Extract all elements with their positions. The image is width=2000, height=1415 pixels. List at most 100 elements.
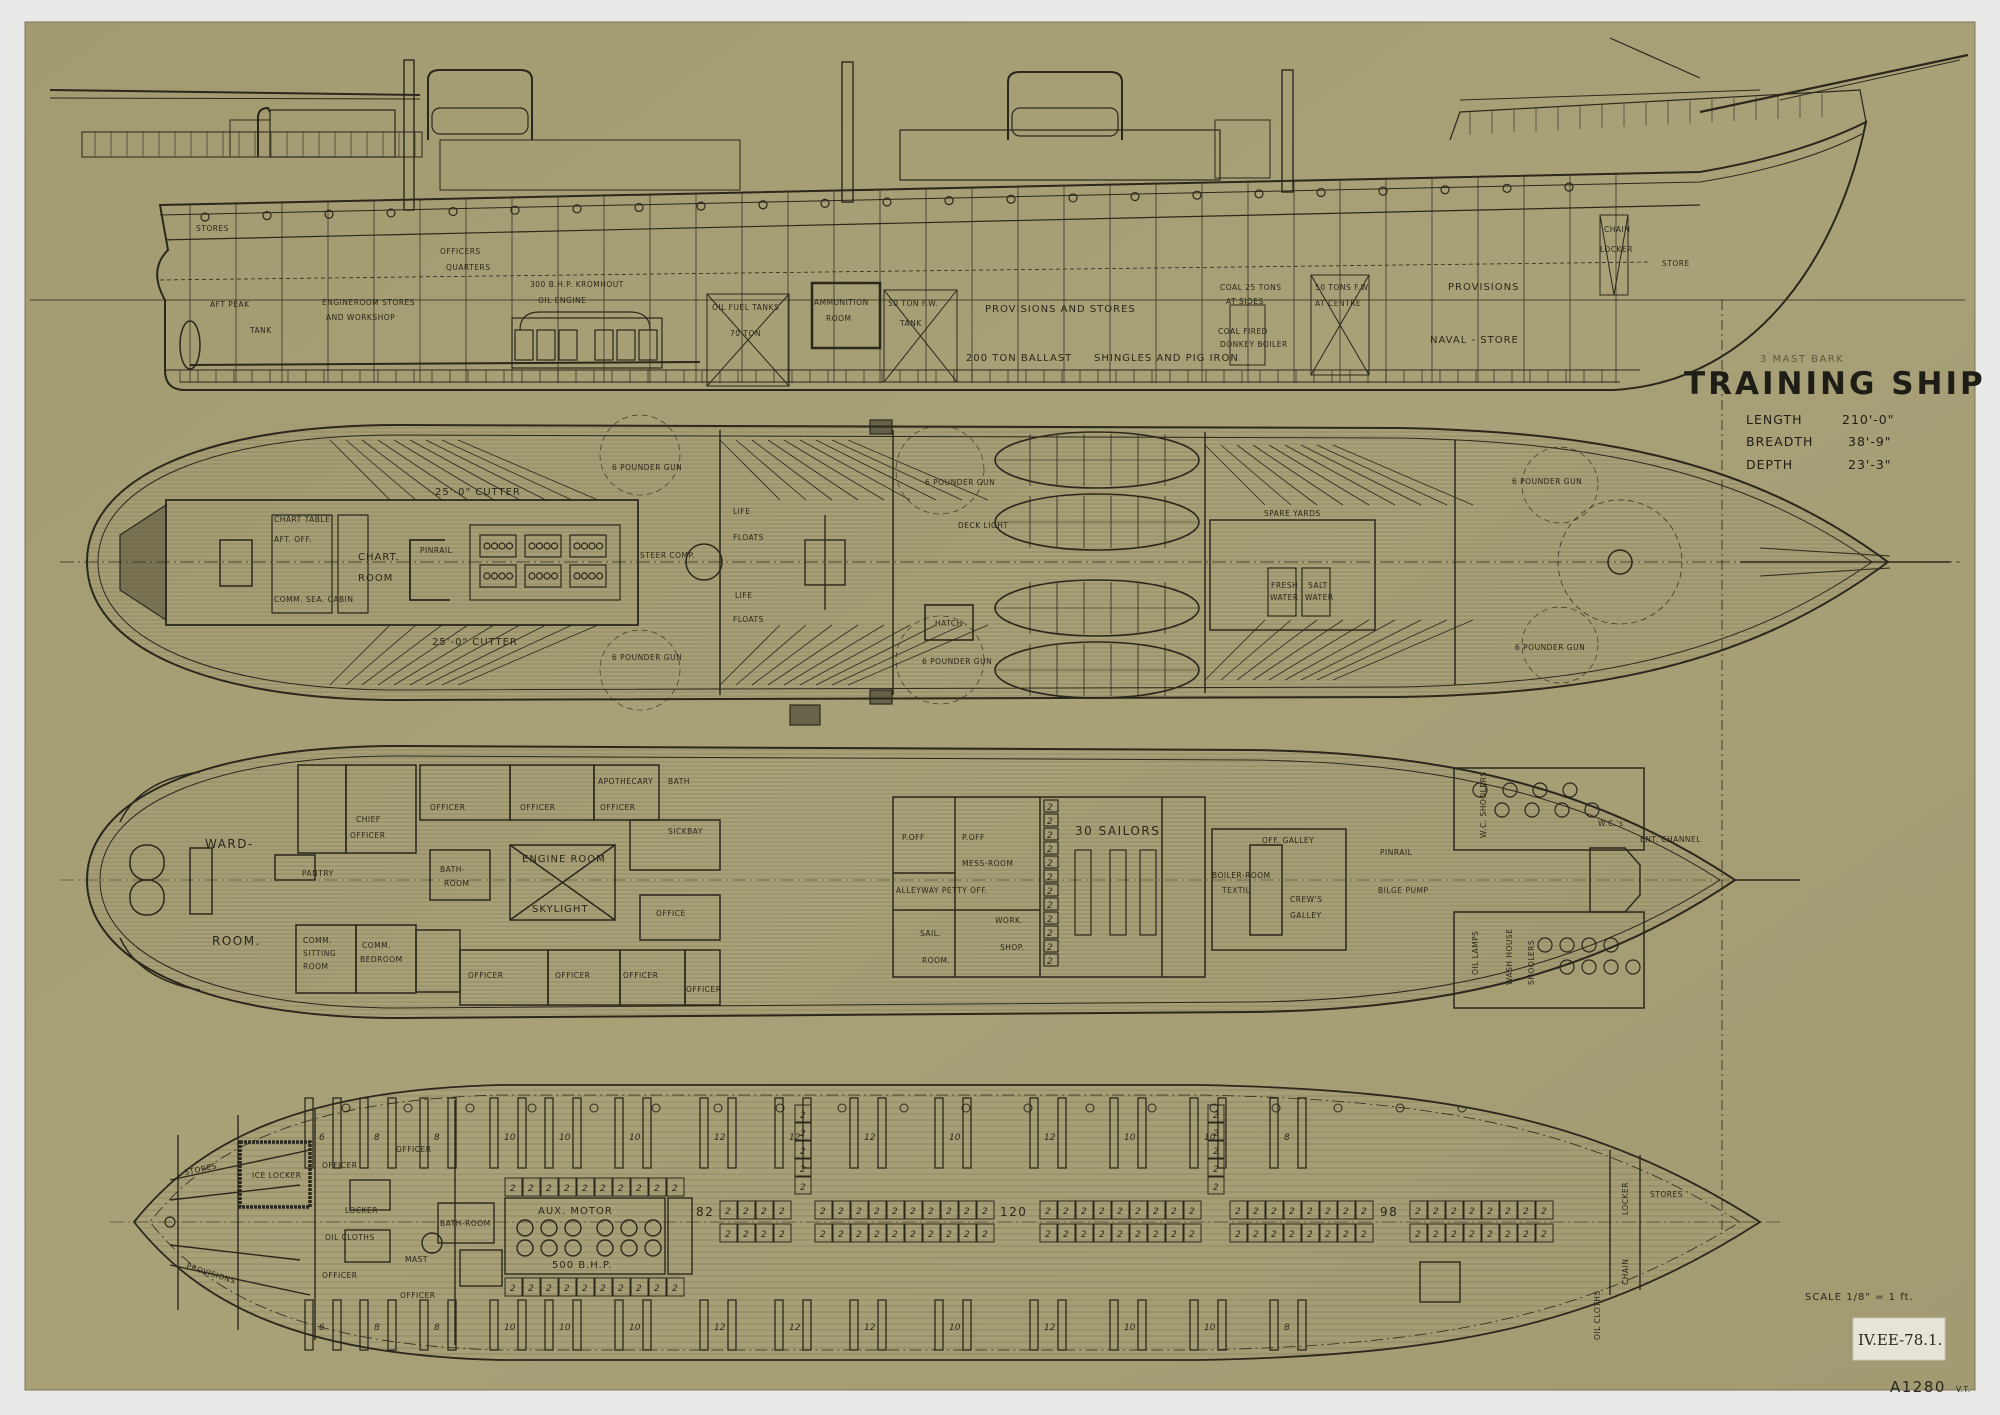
shroud-line (1316, 619, 1448, 681)
berth-rack (387, 1299, 397, 1351)
shroud-line (815, 624, 937, 686)
berth-box (1043, 869, 1059, 883)
deck-label: DECK LIGHT (958, 521, 1008, 530)
berth-rack (517, 1299, 527, 1351)
bitt-post (580, 542, 589, 550)
berth-number: 2 (982, 1230, 988, 1240)
bitt-post (580, 572, 589, 580)
capstan (685, 543, 723, 581)
pinrail (409, 539, 450, 601)
room-label: OFFICER (468, 971, 503, 980)
porthole (510, 205, 520, 215)
aft-boat-davits (427, 69, 533, 140)
berth-box (540, 1177, 559, 1197)
berth-box (976, 1223, 995, 1243)
berth-box (958, 1223, 977, 1243)
berth-number: 2 (874, 1207, 880, 1217)
berth-number: 2 (1307, 1207, 1313, 1217)
berth-box (1337, 1200, 1356, 1220)
shroud-line (719, 439, 781, 501)
cabin-partitions (119, 764, 1645, 1009)
berth-count: 12 (864, 1323, 876, 1333)
title-block: 3 MAST BARK TRAINING SHIP LENGTH 210'-0"… (1684, 354, 1983, 472)
berth-box (1229, 1223, 1248, 1243)
berth-rack (572, 1299, 582, 1351)
berth-count: 10 (629, 1323, 641, 1333)
room-label: BEDROOM (360, 955, 403, 964)
berth-box (1075, 1223, 1094, 1243)
catalogue-card (1852, 1317, 1946, 1361)
cylinder (644, 1239, 662, 1257)
bitt-post (550, 572, 559, 580)
shroud-line (1236, 444, 1318, 506)
berth-number: 2 (654, 1284, 660, 1294)
mess-table (1074, 849, 1092, 936)
berth-number: 2 (636, 1284, 642, 1294)
hold-label: LOCKER (1621, 1182, 1630, 1215)
berth-box (1499, 1223, 1518, 1243)
room-label: SHOOLERS (1527, 940, 1536, 985)
wash-basin (1584, 802, 1600, 818)
berth-rack (1269, 1299, 1279, 1351)
mizzen-mast (403, 59, 415, 211)
shroud-line (1332, 444, 1474, 506)
shroud-line (735, 624, 807, 686)
berth-rack (332, 1097, 342, 1169)
berth-box (1247, 1200, 1266, 1220)
tank-compartments (706, 214, 1629, 387)
berth-rack (1269, 1097, 1279, 1169)
berth-number: 2 (1487, 1230, 1493, 1240)
deck-label: 25'-0" CUTTER (432, 637, 518, 648)
berth-number: 2 (528, 1184, 534, 1194)
shroud-line (751, 439, 833, 501)
profile-label: OIL FUEL TANKS (712, 303, 779, 312)
berth-count: 10 (1124, 1133, 1136, 1143)
porthole (1068, 193, 1078, 203)
berth-rack (774, 1097, 784, 1169)
berth-box (1355, 1223, 1374, 1243)
ice-locker (238, 1140, 312, 1209)
berth-box (794, 1140, 812, 1159)
bitt-post (498, 542, 506, 550)
berth-rack (1029, 1097, 1039, 1169)
wash-basin (1532, 782, 1548, 798)
deck-label: WATER (1270, 593, 1299, 602)
wash-basin (1559, 959, 1575, 975)
gun-swing-circle (599, 629, 681, 711)
berth-rack (699, 1097, 709, 1169)
middle-deck-inner-line (99, 755, 1721, 1009)
berth-count: 8 (434, 1133, 440, 1143)
berth-box (832, 1200, 851, 1220)
profile-label: PROVISIONS (1448, 282, 1519, 293)
shroud-line (393, 439, 495, 501)
shroud-line (799, 624, 911, 686)
deck-label: CHART. (358, 552, 400, 563)
berth-box (1463, 1200, 1482, 1220)
room-label: BATH- (440, 865, 465, 874)
berth-number: 2 (1523, 1207, 1529, 1217)
shroud-line (847, 624, 989, 686)
berth-box (1043, 911, 1059, 925)
berth-number: 2 (910, 1230, 916, 1240)
shroud-line (1284, 619, 1396, 681)
stanchion (1023, 1103, 1033, 1113)
berth-number: 2 (1045, 1230, 1051, 1240)
berth-box (1165, 1223, 1184, 1243)
room-label: COMM. (362, 941, 391, 950)
berth-rack (614, 1097, 624, 1169)
berth-box (558, 1277, 577, 1297)
berth-number: 2 (964, 1207, 970, 1217)
berth-box (1129, 1223, 1148, 1243)
berth-box (1445, 1200, 1464, 1220)
berth-box (1517, 1223, 1536, 1243)
berth-box (1535, 1223, 1554, 1243)
berth-number: 2 (1505, 1230, 1511, 1240)
berth-count: 6 (319, 1133, 325, 1143)
stanchion (403, 1103, 413, 1113)
berth-box (1517, 1200, 1536, 1220)
bitt-post (595, 542, 604, 550)
berth-box (1057, 1223, 1076, 1243)
profile-label: OFFICERS (440, 247, 481, 256)
room-label: SAIL. (920, 929, 941, 938)
